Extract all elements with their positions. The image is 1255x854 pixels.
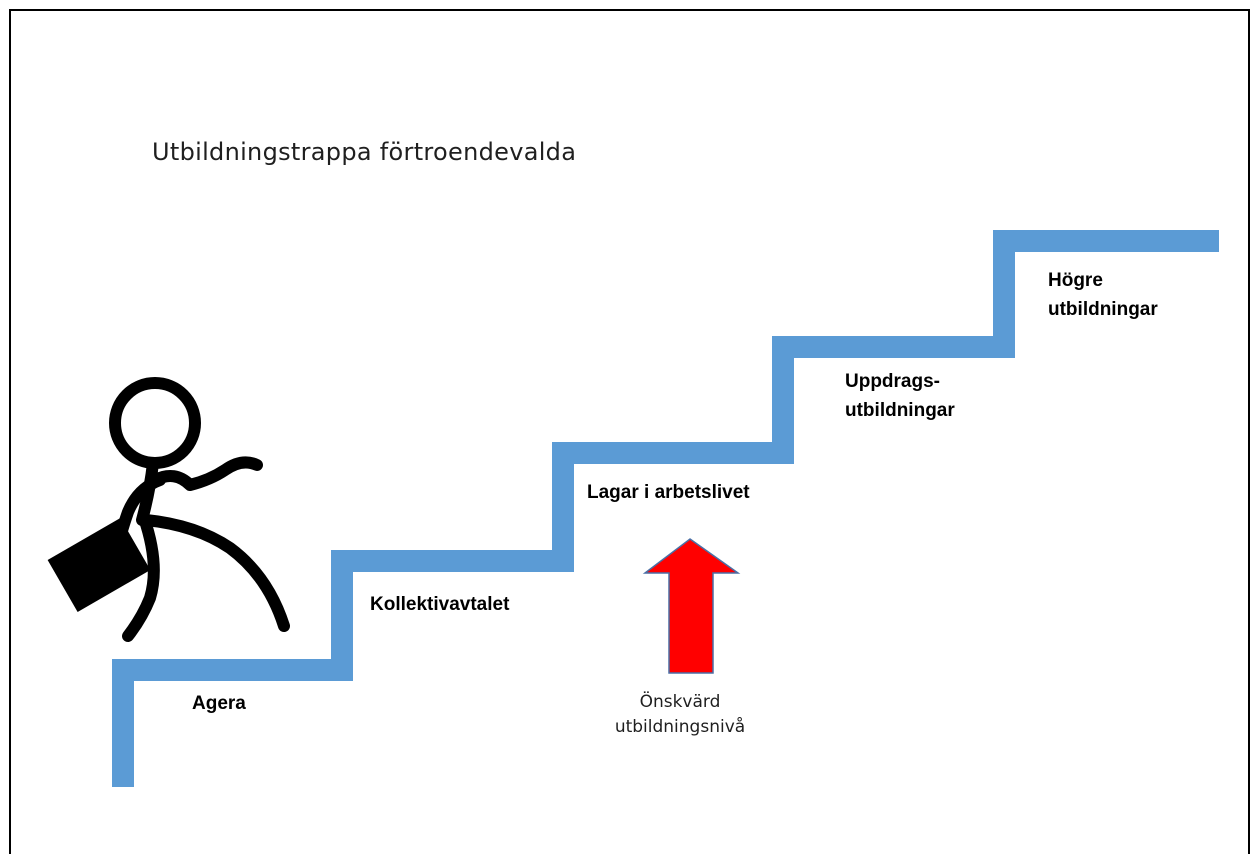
- step-label-line: Kollektivavtalet: [370, 594, 510, 615]
- step-label-agera: Agera: [192, 689, 246, 718]
- caption-line: Önskvärd: [639, 692, 721, 712]
- step-label-hogre-utbildningar: Högre utbildningar: [1048, 266, 1158, 324]
- step-label-line: Högre: [1048, 270, 1103, 291]
- step-label-line: utbildningar: [845, 400, 955, 421]
- staircase-line: [112, 230, 1219, 787]
- up-arrow-icon: [642, 538, 741, 674]
- step-label-kollektivavtalet: Kollektivavtalet: [370, 590, 509, 619]
- step-label-line: utbildningar: [1048, 299, 1158, 320]
- diagram-title: Utbildningstrappa förtroendevalda: [152, 138, 577, 166]
- step-label-line: Lagar i arbetslivet: [587, 482, 750, 503]
- step-label-line: Uppdrags-: [845, 371, 940, 392]
- step-label-line: Agera: [192, 693, 246, 714]
- diagram-frame: [9, 9, 1250, 854]
- walking-stick-figure-with-briefcase-icon: [47, 377, 290, 642]
- step-label-uppdragsutbildningar: Uppdrags- utbildningar: [845, 367, 955, 425]
- step-label-lagar-i-arbetslivet: Lagar i arbetslivet: [587, 478, 750, 507]
- arrow-caption: Önskvärd utbildningsnivå: [560, 690, 800, 740]
- caption-line: utbildningsnivå: [614, 717, 746, 737]
